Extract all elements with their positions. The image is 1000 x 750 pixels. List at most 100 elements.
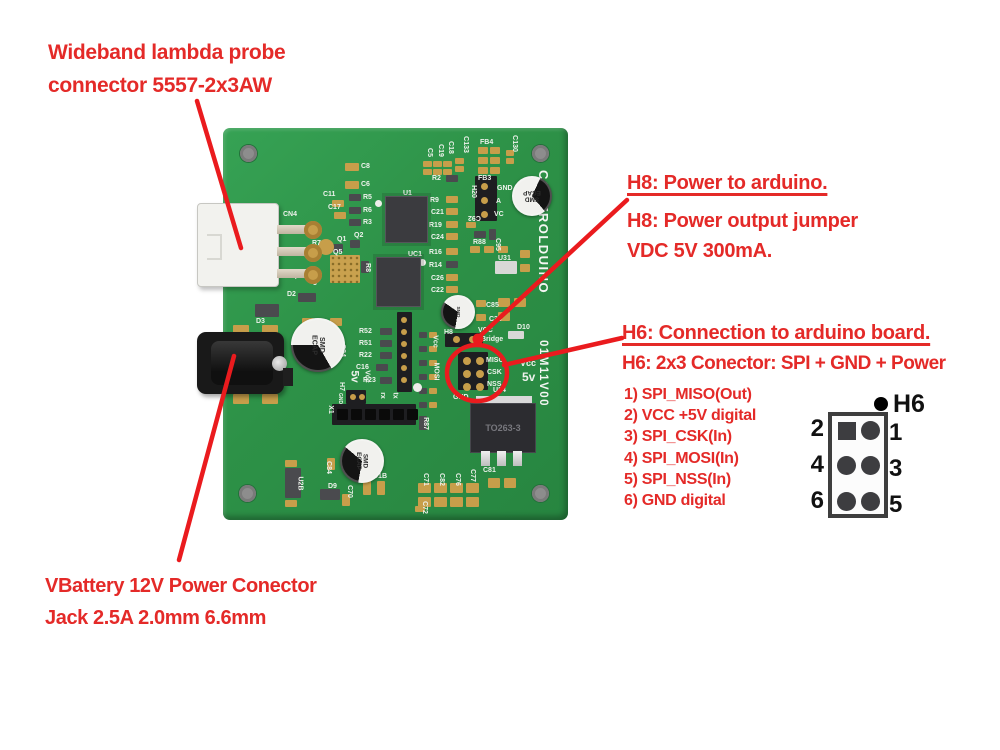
h8-heading: H8: Power to arduino. (627, 172, 828, 194)
pcb-silkscreen-label: D10 (517, 324, 530, 331)
pcb-silkscreen-label: R22 (359, 352, 372, 359)
pcb-silkscreen-label: C11 (323, 191, 336, 198)
pcb-pad (478, 167, 488, 174)
pcb-version-text: 01M11V00 (537, 340, 549, 407)
pcb-pad (490, 147, 500, 154)
pin-label-2: 2 (810, 415, 824, 442)
pcb-pad (401, 353, 407, 359)
pcb-silkscreen-label: R9 (430, 197, 439, 204)
h6-heading: H6: Connection to arduino board. (622, 322, 931, 344)
pcb-pad (298, 293, 316, 302)
pcb-pad (418, 497, 431, 507)
pcb-silkscreen-label: tx (391, 392, 399, 399)
pcb-silkscreen-label: FB4 (480, 139, 494, 146)
pcb-pad (375, 200, 382, 207)
pcb-pad (506, 150, 514, 156)
pcb-silkscreen-label: C6 (361, 181, 370, 188)
wideband-annotation: Wideband lambda probe connector 5557-2x3… (48, 36, 286, 102)
pcb-pad (401, 317, 407, 323)
pcb-silkscreen-label: R2 (432, 175, 441, 182)
ecap-capacitor: SMD (441, 295, 475, 329)
pcb-pad (351, 409, 362, 420)
pcb-silkscreen-label: A (496, 198, 502, 205)
pcb-pad (401, 377, 407, 383)
pcb-silkscreen-label: D9 (328, 483, 337, 490)
to263-leg (513, 451, 522, 466)
pcb-pad (330, 318, 342, 326)
pcb-pad (380, 340, 392, 347)
pcb-pad (429, 388, 437, 394)
pcb-pad (346, 390, 366, 404)
pin1-marker-dot (874, 397, 888, 411)
pcb-pad (506, 158, 514, 164)
pcb-pad (318, 239, 334, 255)
pcb-silkscreen-label: C70 (345, 485, 353, 498)
pcb-silkscreen-label: C39 (489, 316, 502, 323)
pcb-pad (401, 341, 407, 347)
pcb-pad (376, 364, 388, 371)
pcb-silkscreen-label: Vcc (431, 335, 439, 348)
pcb-pad (334, 212, 346, 219)
pcb-pad (450, 497, 463, 507)
pin-3-circle (861, 456, 880, 475)
pcb-silkscreen-label: Q5 (333, 249, 343, 256)
pcb-silkscreen-label: UC1 (408, 251, 423, 258)
pcb-pad (393, 409, 404, 420)
cap-label: ECAP (355, 452, 363, 470)
pcb-silkscreen-label: C84 (324, 461, 332, 474)
pcb-pad (361, 261, 369, 273)
pcb-pad (419, 402, 427, 408)
cap-label: SMD (318, 336, 327, 354)
pcb-silkscreen-label: C19 (436, 144, 444, 157)
pcb-pad (423, 169, 432, 175)
pcb-silkscreen-label: GND (453, 394, 469, 401)
pcb-pad (415, 506, 425, 512)
pcb-pad (478, 157, 488, 164)
pcb-silkscreen-label: C82 (437, 473, 445, 486)
pcb-pad (434, 483, 447, 493)
pcb-silkscreen-label: U1 (403, 190, 412, 197)
pcb-silkscreen-label: GND (497, 185, 513, 192)
pcb-silkscreen-label: VCC (478, 327, 493, 334)
pcb-silkscreen-label: MISO (486, 357, 504, 364)
pcb-silkscreen-label: R16 (429, 249, 442, 256)
pcb-silkscreen-label: C133 (461, 136, 469, 153)
pcb-pad (488, 478, 500, 488)
pcb-pad (429, 346, 437, 352)
pcb-pad (470, 246, 480, 253)
pcb-pad (478, 147, 488, 154)
pcb-pad (233, 394, 249, 404)
through-hole-pad (304, 266, 322, 284)
pcb-silkscreen-label: R14 (429, 262, 442, 269)
pcb-pad (407, 409, 418, 420)
jack-tab (283, 368, 293, 386)
pcb-silkscreen-label: C24 (431, 234, 444, 241)
pcb-pad (380, 352, 392, 359)
pcb-pad (481, 183, 488, 190)
pcb-pad (423, 161, 432, 167)
pcb-pad (377, 481, 385, 495)
pcb-silkscreen-label: 5v (522, 370, 536, 384)
pcb-pad (429, 402, 437, 408)
to263-leg (481, 451, 490, 466)
pcb-silkscreen-label: C72 (420, 501, 428, 514)
pcb-pad (446, 175, 458, 182)
pcb-silkscreen-label: C77 (468, 469, 476, 482)
pcb-pad (429, 374, 437, 380)
pcb-pad (380, 328, 392, 335)
pcb-pad (285, 468, 301, 498)
pcb-silkscreen-label: C18 (446, 141, 454, 154)
to263-leg (497, 451, 506, 466)
pcb-pad (363, 481, 371, 495)
pcb-pad (401, 329, 407, 335)
pcb-pad (419, 416, 427, 430)
pcb-silkscreen-label: CN4 (283, 211, 298, 218)
pcb-pad (466, 497, 479, 507)
pcb-pad (429, 332, 437, 338)
pcb-pad (429, 360, 437, 366)
pcb-silkscreen-label: R52 (359, 328, 372, 335)
pcb-pad (350, 240, 360, 248)
vbattery-annotation: VBattery 12V Power Conector Jack 2.5A 2.… (45, 570, 317, 634)
pcb-pad (446, 248, 458, 255)
